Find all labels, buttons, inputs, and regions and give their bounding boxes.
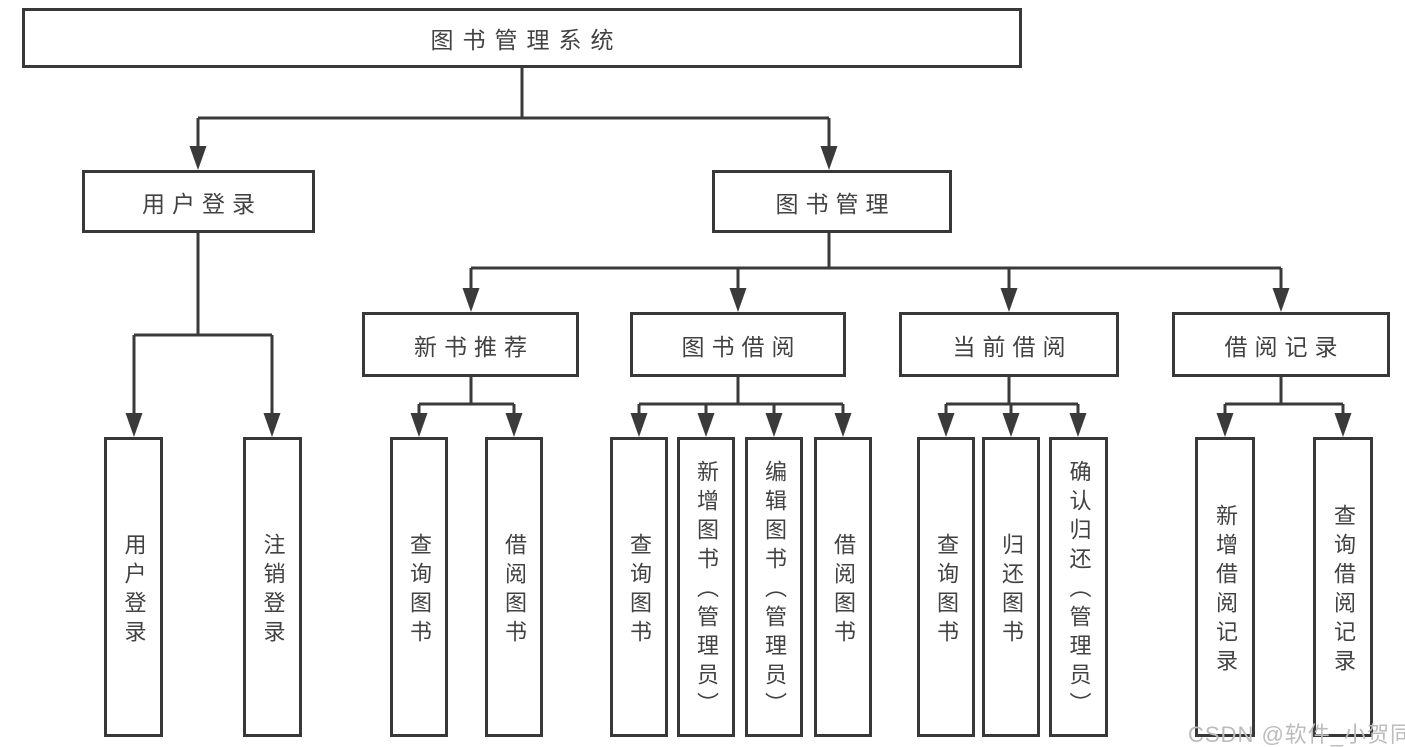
node-book-borrowing: 图书借阅	[630, 312, 846, 377]
node-book-management-label: 图书管理	[775, 190, 896, 217]
connector-root-to-level2	[189, 67, 838, 170]
node-book-borrowing-label: 图书借阅	[681, 333, 802, 360]
leaf-nb-borrow-books: 借阅图书	[485, 437, 543, 737]
connector-book-borrow-branch	[630, 377, 852, 437]
node-root-label: 图书管理系统	[430, 27, 623, 53]
leaf-cb-return-books-label: 归还图书	[999, 532, 1024, 649]
leaf-bb-edit-books: 编辑图书（管理员）	[745, 437, 803, 737]
leaf-logout: 注销登录	[243, 437, 302, 737]
leaf-user-login-label: 用户登录	[121, 532, 147, 649]
csdn-watermark: CSDN @软件_小贺同学	[1188, 722, 1405, 747]
leaf-nb-borrow-books-label: 借阅图书	[502, 532, 527, 649]
leaf-bb-query-books: 查询图书	[610, 437, 668, 737]
leaf-br-add-record-label: 新增借阅记录	[1213, 503, 1238, 678]
leaf-user-login: 用户登录	[104, 437, 163, 737]
node-borrowing-records-label: 借阅记录	[1224, 333, 1345, 360]
leaf-cb-confirm-return-label: 确认归还（管理员）	[1066, 460, 1092, 721]
node-new-book-recommend-label: 新书推荐	[414, 333, 534, 360]
leaf-br-query-record: 查询借阅记录	[1313, 437, 1373, 737]
leaf-logout-label: 注销登录	[260, 532, 286, 649]
connector-current-borrow-branch	[937, 377, 1087, 437]
leaf-bb-borrow-books-label: 借阅图书	[831, 532, 856, 649]
node-user-login-label: 用户登录	[142, 190, 262, 217]
leaf-bb-edit-books-label: 编辑图书（管理员）	[762, 460, 787, 721]
leaf-br-add-record: 新增借阅记录	[1195, 437, 1255, 737]
node-new-book-recommend: 新书推荐	[362, 312, 579, 377]
node-book-management: 图书管理	[712, 170, 952, 233]
connector-borrow-records-branch	[1216, 377, 1352, 437]
node-current-borrowing-label: 当前借阅	[952, 333, 1073, 360]
leaf-cb-confirm-return: 确认归还（管理员）	[1049, 437, 1108, 737]
leaf-br-query-record-label: 查询借阅记录	[1331, 503, 1356, 678]
leaf-cb-query-books: 查询图书	[917, 437, 975, 737]
leaf-bb-add-books: 新增图书（管理员）	[677, 437, 735, 737]
connector-book-mgmt-branch	[462, 233, 1290, 312]
connector-new-book-branch	[410, 377, 523, 437]
node-root: 图书管理系统	[22, 8, 1022, 68]
node-user-login: 用户登录	[82, 170, 315, 233]
node-current-borrowing: 当前借阅	[899, 312, 1119, 377]
leaf-cb-query-books-label: 查询图书	[934, 532, 959, 649]
leaf-cb-return-books: 归还图书	[982, 437, 1040, 737]
leaf-nb-query-books-label: 查询图书	[407, 532, 432, 649]
connector-user-login-branch	[125, 233, 281, 437]
leaf-nb-query-books: 查询图书	[390, 437, 448, 737]
node-borrowing-records: 借阅记录	[1172, 312, 1390, 377]
leaf-bb-add-books-label: 新增图书（管理员）	[694, 460, 719, 721]
leaf-bb-borrow-books: 借阅图书	[814, 437, 872, 737]
leaf-bb-query-books-label: 查询图书	[627, 532, 652, 649]
